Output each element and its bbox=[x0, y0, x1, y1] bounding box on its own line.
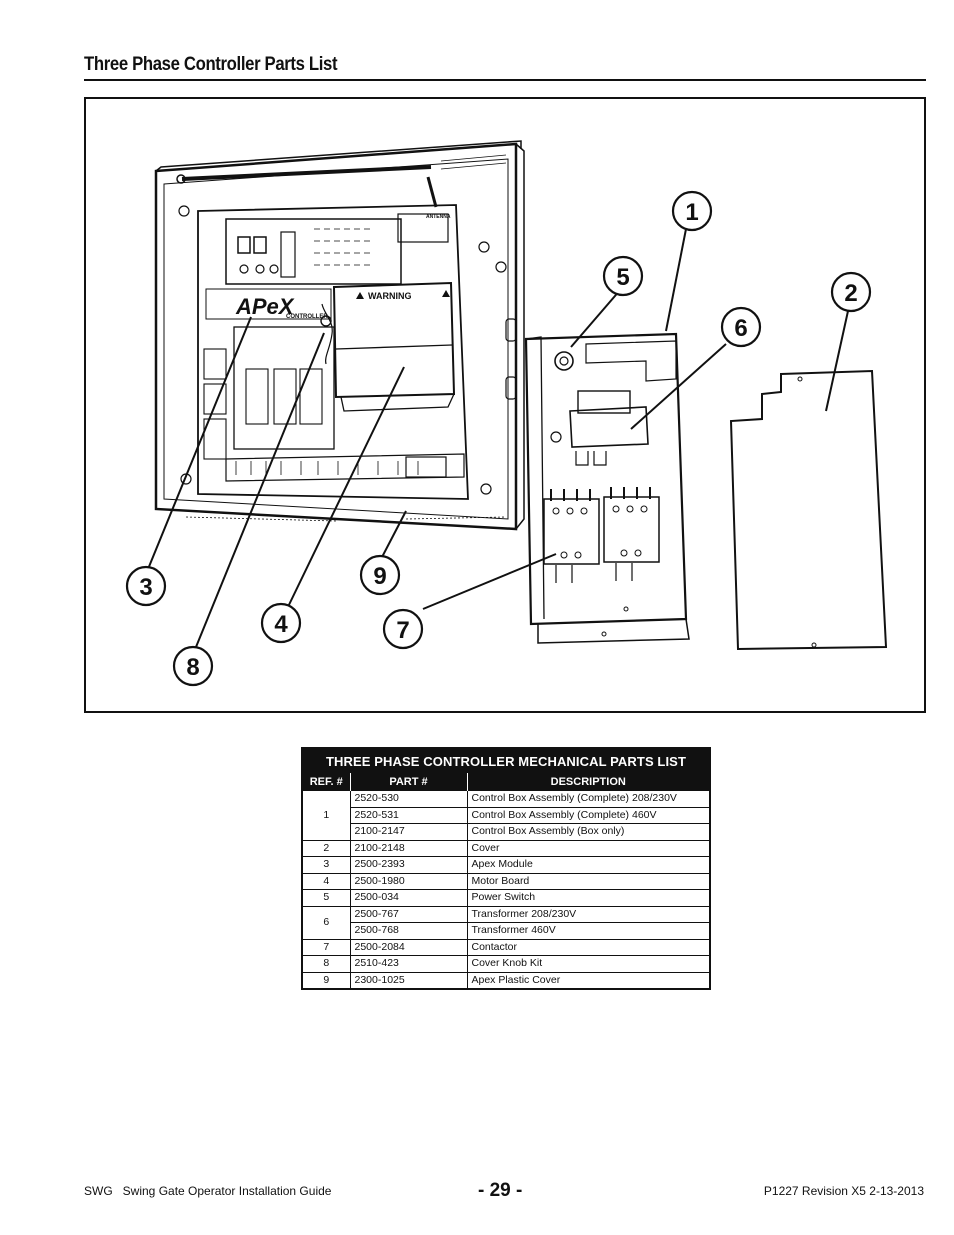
svg-text:1: 1 bbox=[685, 199, 698, 226]
part-cell: 2520-530 bbox=[349, 790, 468, 808]
ref-cell: 3 bbox=[301, 856, 351, 874]
svg-text:6: 6 bbox=[734, 315, 747, 342]
ref-cell: 7 bbox=[301, 938, 351, 956]
description-cell: Apex Plastic Cover bbox=[466, 971, 711, 990]
apex-module-board bbox=[197, 176, 469, 500]
callout-3: 3 bbox=[125, 565, 167, 607]
ref-cell: 6 bbox=[301, 905, 351, 940]
footer-model: SWG bbox=[84, 1184, 113, 1198]
part-cell: 2500-767 bbox=[349, 905, 468, 923]
callout-6: 6 bbox=[720, 306, 762, 348]
table-row: 2100-2147 Control Box Assembly (Box only… bbox=[302, 823, 711, 841]
table-row: 2 2100-2148 Cover bbox=[301, 839, 711, 857]
part-cell: 2510-423 bbox=[349, 955, 468, 973]
part-cell: 2500-034 bbox=[349, 889, 468, 907]
ref-cell: 9 bbox=[301, 971, 351, 990]
callout-7: 7 bbox=[382, 608, 424, 650]
page-title: Three Phase Controller Parts List bbox=[84, 54, 338, 75]
description-cell: Apex Module bbox=[466, 856, 711, 874]
footer-revision: P1227 Revision X5 2-13-2013 bbox=[763, 1184, 924, 1198]
parts-table-title: THREE PHASE CONTROLLER MECHANICAL PARTS … bbox=[302, 748, 711, 773]
description-cell: Control Box Assembly (Complete) 460V bbox=[466, 806, 711, 824]
svg-text:3: 3 bbox=[139, 574, 152, 601]
table-row: 5 2500-034 Power Switch bbox=[301, 889, 711, 907]
part-cell: 2500-2084 bbox=[349, 938, 468, 956]
col-header-description: DESCRIPTION bbox=[466, 773, 711, 791]
ref-cell: 2 bbox=[301, 839, 351, 857]
brand-label: APeX bbox=[235, 294, 295, 319]
controller-illustration: APeX CONTROLLER WARNING ANTENNA bbox=[125, 140, 888, 687]
control-box-assembly bbox=[524, 332, 690, 644]
svg-text:9: 9 bbox=[373, 563, 386, 590]
svg-text:8: 8 bbox=[186, 654, 199, 681]
callout-4: 4 bbox=[260, 602, 302, 644]
ref-cell: 5 bbox=[301, 889, 351, 907]
exploded-diagram: APeX CONTROLLER WARNING ANTENNA bbox=[84, 97, 926, 713]
svg-text:2: 2 bbox=[844, 280, 857, 307]
table-row: 7 2500-2084 Contactor bbox=[301, 938, 711, 956]
description-cell: Cover bbox=[466, 839, 711, 857]
callout-2: 2 bbox=[830, 271, 872, 313]
callout-5: 5 bbox=[602, 255, 644, 297]
description-cell: Transformer 460V bbox=[466, 922, 711, 940]
callout-8: 8 bbox=[172, 645, 214, 687]
table-row: 6 2500-767 Transformer 208/230V bbox=[301, 905, 711, 940]
apex-plastic-cover bbox=[320, 281, 456, 412]
antenna-label: ANTENNA bbox=[426, 214, 451, 220]
description-cell: Motor Board bbox=[466, 872, 711, 890]
table-row: 2520-531 Control Box Assembly (Complete)… bbox=[302, 806, 711, 824]
callout-1: 1 bbox=[671, 190, 713, 232]
description-cell: Control Box Assembly (Complete) 208/230V bbox=[466, 790, 711, 808]
leader-lines bbox=[145, 228, 849, 648]
part-cell: 2500-768 bbox=[349, 922, 468, 940]
col-header-ref: REF. # bbox=[302, 773, 350, 791]
page-number: - 29 - bbox=[478, 1180, 523, 1201]
brand-sub-label: CONTROLLER bbox=[286, 314, 328, 320]
parts-table: THREE PHASE CONTROLLER MECHANICAL PARTS … bbox=[301, 747, 712, 990]
controller-enclosure bbox=[154, 140, 525, 531]
table-row: 8 2510-423 Cover Knob Kit bbox=[301, 955, 711, 973]
svg-text:5: 5 bbox=[616, 264, 629, 291]
ref-cell: 1 bbox=[301, 790, 351, 841]
description-cell: Contactor bbox=[466, 938, 711, 956]
title-rule bbox=[84, 79, 926, 81]
table-row: 9 2300-1025 Apex Plastic Cover bbox=[301, 971, 711, 990]
col-header-part: PART # bbox=[349, 773, 467, 791]
part-cell: 2300-1025 bbox=[349, 971, 468, 990]
cover-panel bbox=[729, 369, 888, 651]
footer-guide-title: Swing Gate Operator Installation Guide bbox=[122, 1184, 332, 1198]
svg-text:4: 4 bbox=[274, 611, 288, 638]
part-cell: 2100-2147 bbox=[349, 823, 468, 841]
footer-left: SWG Swing Gate Operator Installation Guid… bbox=[84, 1184, 331, 1198]
svg-text:7: 7 bbox=[396, 617, 409, 644]
description-cell: Transformer 208/230V bbox=[466, 905, 711, 923]
part-cell: 2520-531 bbox=[349, 806, 468, 824]
warning-label: WARNING bbox=[368, 291, 412, 301]
part-cell: 2100-2148 bbox=[349, 839, 468, 857]
description-cell: Power Switch bbox=[466, 889, 711, 907]
description-cell: Cover Knob Kit bbox=[466, 955, 711, 973]
ref-cell: 4 bbox=[301, 872, 351, 890]
description-cell: Control Box Assembly (Box only) bbox=[466, 823, 711, 841]
table-row: 1 2520-530 Control Box Assembly (Complet… bbox=[301, 790, 711, 841]
table-row: 3 2500-2393 Apex Module bbox=[301, 856, 711, 874]
ref-cell: 8 bbox=[301, 955, 351, 973]
part-cell: 2500-1980 bbox=[349, 872, 468, 890]
part-cell: 2500-2393 bbox=[349, 856, 468, 874]
callout-9: 9 bbox=[359, 554, 401, 596]
table-row: 4 2500-1980 Motor Board bbox=[301, 872, 711, 890]
table-row: 2500-768 Transformer 460V bbox=[302, 922, 711, 940]
